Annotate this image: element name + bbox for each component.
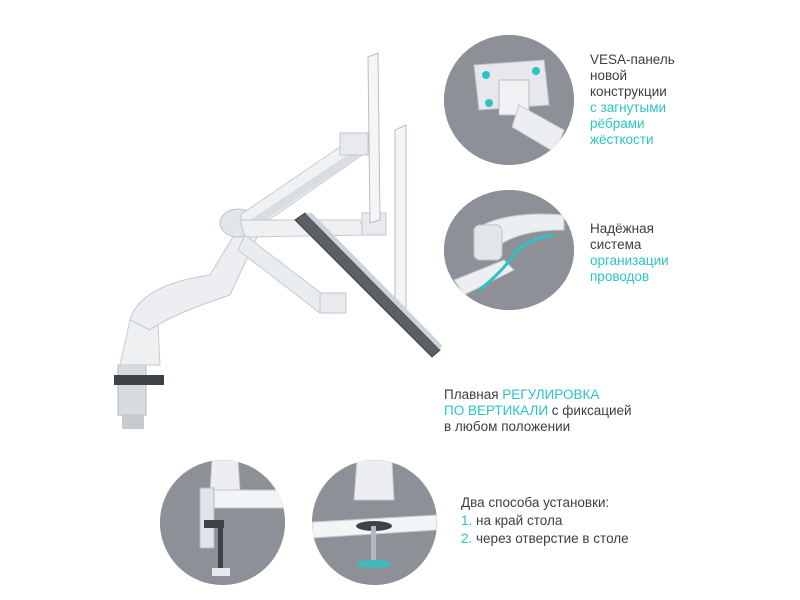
cable-caption: Надёжная система организации проводов [590, 221, 669, 285]
cable-accent-2: проводов [590, 269, 650, 284]
cable-accent-1: организации [590, 253, 669, 268]
install-num-2: 2. [461, 531, 473, 546]
vesa-accent-1: с загнутыми [590, 100, 667, 115]
height-suffix: с фиксацией [548, 403, 632, 418]
vesa-accent-2: рёбрами [590, 116, 645, 131]
height-line-3: в любом положении [444, 419, 571, 434]
cable-management-closeup [444, 190, 574, 310]
install-item-1: 1. на край стола [461, 513, 629, 529]
install-text-1: на край стола [472, 513, 563, 528]
cable-line-1: Надёжная [590, 221, 654, 236]
vesa-line-2: новой [590, 68, 628, 83]
install-caption: Два способа установки: 1. на край стола … [461, 495, 629, 547]
vesa-line-1: VESA-панель [590, 52, 675, 67]
vesa-line-3: конструкции [590, 84, 667, 99]
install-text-2: через отверстие в столе [472, 531, 629, 546]
install-title: Два способа установки: [461, 495, 610, 510]
grommet-mount-closeup [312, 460, 437, 585]
height-accent-1: РЕГУЛИРОВКА [502, 387, 600, 402]
clamp-mount-closeup [160, 460, 285, 585]
vesa-plate-closeup [444, 35, 574, 165]
height-accent-2: ПО ВЕРТИКАЛИ [444, 403, 549, 418]
vesa-accent-3: жёсткости [590, 132, 654, 147]
vesa-caption: VESA-панель новой конструкции с загнутым… [590, 52, 675, 148]
install-item-2: 2. через отверстие в столе [461, 531, 629, 547]
height-prefix: Плавная [444, 387, 503, 402]
cable-line-2: система [590, 237, 642, 252]
height-caption: Плавная РЕГУЛИРОВКА ПО ВЕРТИКАЛИ с фикса… [444, 387, 632, 435]
monitor-arm-illustration [100, 45, 450, 445]
install-num-1: 1. [461, 513, 473, 528]
